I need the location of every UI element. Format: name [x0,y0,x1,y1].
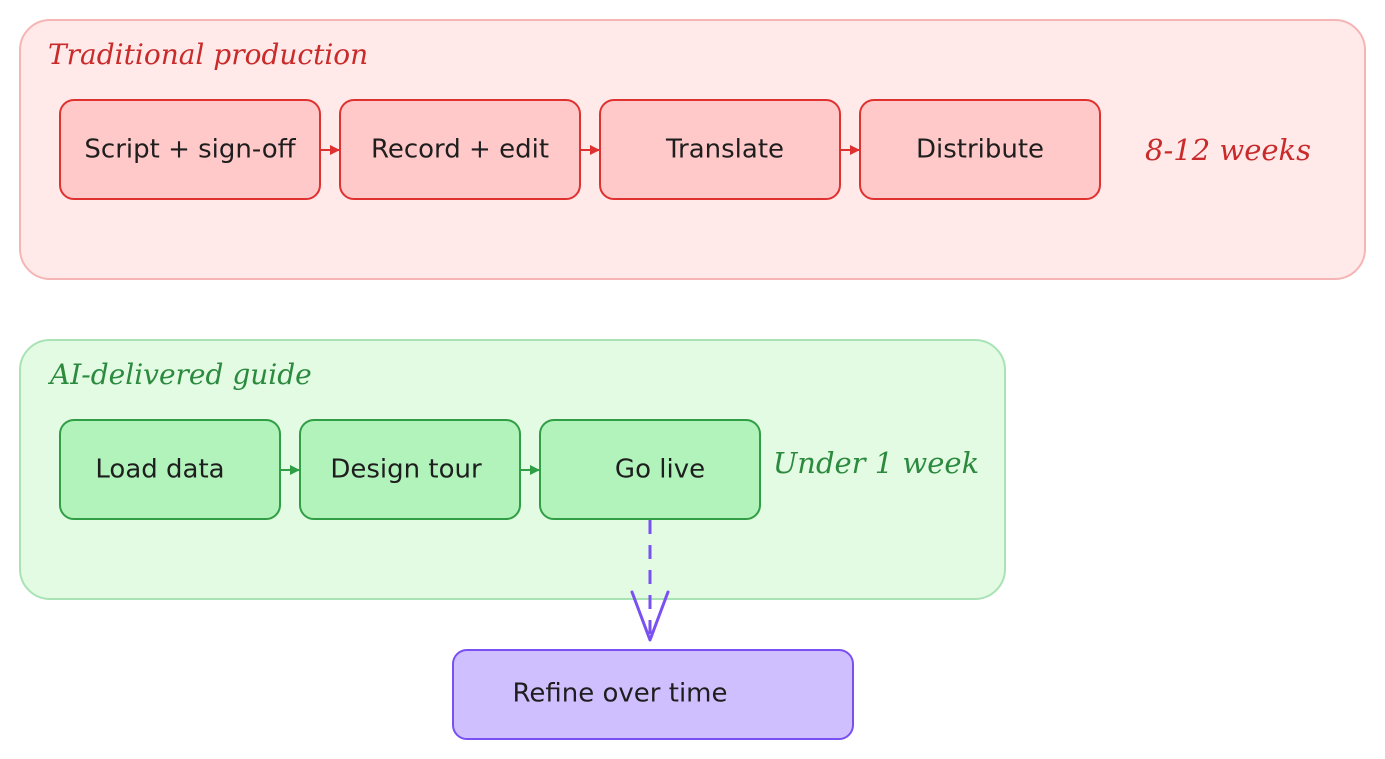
traditional-panel: Traditional production Script + sign-off… [19,19,1366,280]
step-distribute-label: Distribute [916,135,1044,165]
refine-step: Refine over time [452,649,854,740]
step-load-data-label: Load data [95,455,224,485]
step-go-live-box [539,419,761,520]
step-script-box [59,99,321,200]
step-go-live-label: Go live [615,455,705,485]
refine-box [452,649,854,740]
step-record-label: Record + edit [371,135,549,165]
ai-panel: AI-delivered guide Load data Design tour… [19,339,1006,600]
traditional-duration: 8-12 weeks [1145,133,1311,167]
ai-title: AI-delivered guide [47,358,312,391]
ai-duration: Under 1 week [773,446,979,480]
dashed-arrow-head [630,590,670,642]
step-distribute-box [859,99,1101,200]
step-design-tour-label: Design tour [330,455,482,485]
refine-label: Refine over time [513,679,728,709]
step-translate-box [599,99,841,200]
traditional-title: Traditional production [48,38,368,71]
step-load-data-box [59,419,281,520]
step-script-label: Script + sign-off [84,135,296,165]
step-record-box [339,99,581,200]
dashed-arrow-to-refine [630,520,670,642]
step-translate-label: Translate [665,135,784,165]
step-design-tour-box [299,419,521,520]
